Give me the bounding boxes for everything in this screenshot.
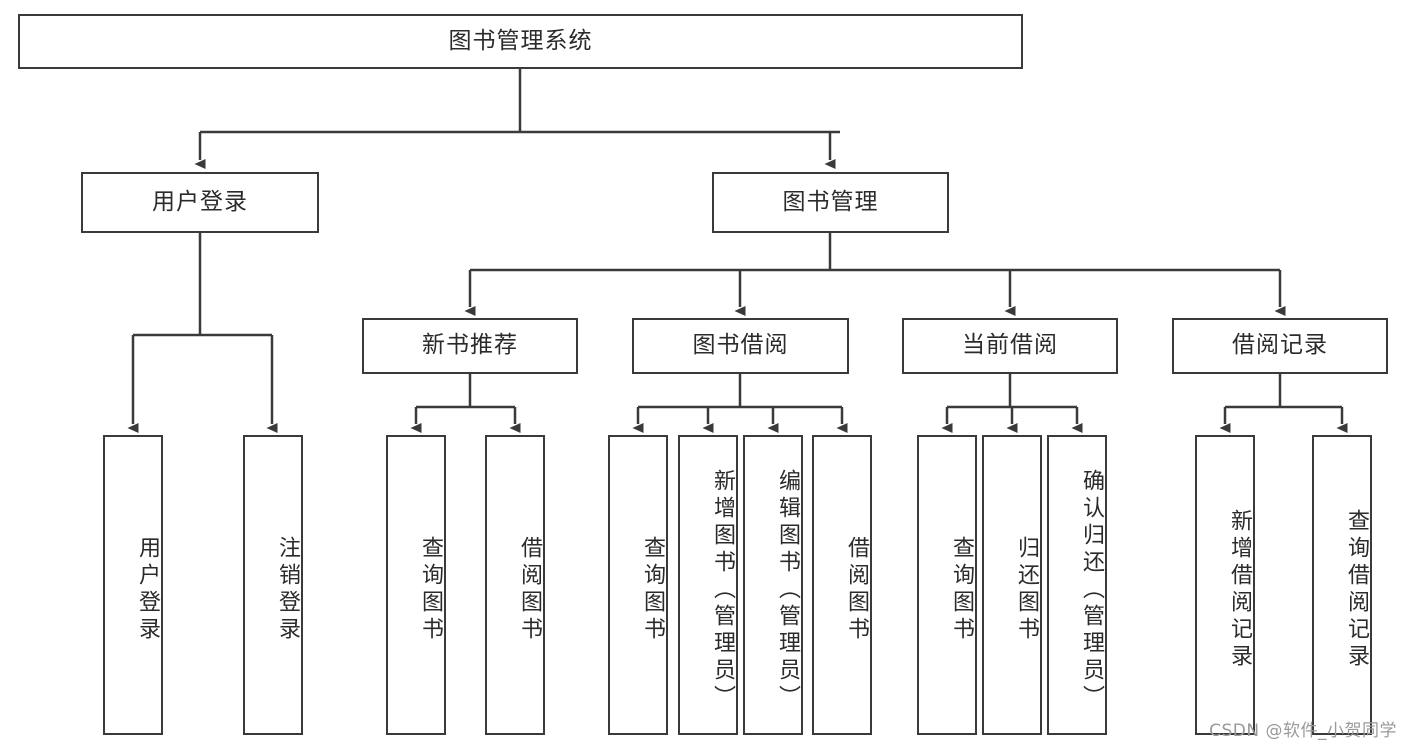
leaf-edit-book-admin-label: 编辑图书（管理员） [775,468,800,712]
leaf-add-book-admin[interactable]: 新增图书（管理员） [678,435,738,735]
leaf-return-book[interactable]: 归还图书 [982,435,1042,735]
node-root[interactable]: 图书管理系统 [18,14,1023,69]
leaf-borrow-book-label: 借阅图书 [844,536,869,644]
leaf-logout[interactable]: 注销登录 [243,435,303,735]
leaf-edit-book-admin[interactable]: 编辑图书（管理员） [743,435,803,735]
leaf-query-book-current-label: 查询图书 [949,536,974,644]
leaf-borrow-book[interactable]: 借阅图书 [812,435,872,735]
leaf-add-book-admin-label: 新增图书（管理员） [710,468,735,712]
leaf-query-book-rec-label: 查询图书 [418,536,443,644]
node-borrow-record-label: 借阅记录 [1232,332,1328,359]
leaf-query-borrow-record-label: 查询借阅记录 [1344,509,1369,671]
watermark-text: CSDN @软件_小贺同学 [1209,721,1397,741]
leaf-user-login-label: 用户登录 [135,536,160,644]
leaf-query-borrow-record[interactable]: 查询借阅记录 [1312,435,1372,735]
leaf-user-login[interactable]: 用户登录 [103,435,163,735]
leaf-confirm-return-admin[interactable]: 确认归还（管理员） [1047,435,1107,735]
node-root-label: 图书管理系统 [448,27,593,54]
leaf-query-book-current[interactable]: 查询图书 [917,435,977,735]
node-current-borrow-label: 当前借阅 [962,332,1058,359]
leaf-add-borrow-record-label: 新增借阅记录 [1227,509,1252,671]
node-book-borrow-label: 图书借阅 [692,332,789,359]
leaf-query-book-borrow[interactable]: 查询图书 [608,435,668,735]
leaf-query-book-borrow-label: 查询图书 [640,536,665,644]
leaf-return-book-label: 归还图书 [1014,536,1039,644]
node-new-book-recommend[interactable]: 新书推荐 [362,318,578,374]
node-new-book-recommend-label: 新书推荐 [422,332,518,359]
leaf-borrow-book-rec-label: 借阅图书 [517,536,542,644]
node-book-manage[interactable]: 图书管理 [712,172,949,233]
leaf-query-book-rec[interactable]: 查询图书 [386,435,446,735]
node-user-login[interactable]: 用户登录 [81,172,319,233]
node-current-borrow[interactable]: 当前借阅 [902,318,1118,374]
node-user-login-label: 用户登录 [152,188,248,215]
node-book-borrow[interactable]: 图书借阅 [632,318,849,374]
leaf-logout-label: 注销登录 [275,536,300,644]
leaf-borrow-book-rec[interactable]: 借阅图书 [485,435,545,735]
node-borrow-record[interactable]: 借阅记录 [1172,318,1388,374]
node-book-manage-label: 图书管理 [782,188,879,215]
leaf-confirm-return-admin-label: 确认归还（管理员） [1079,468,1104,712]
leaf-add-borrow-record[interactable]: 新增借阅记录 [1195,435,1255,735]
